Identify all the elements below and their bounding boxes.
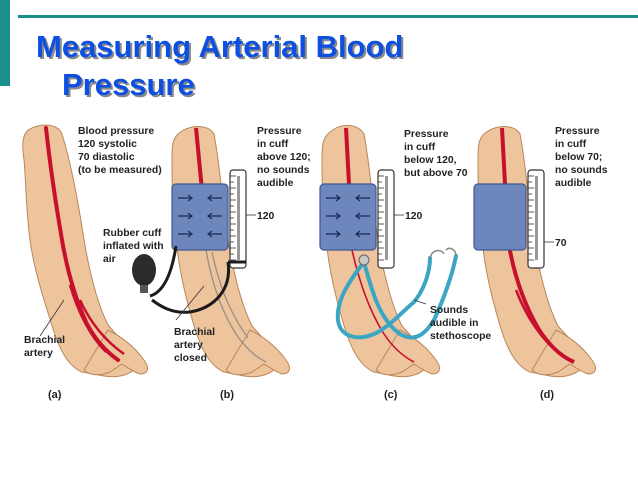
- pressure-note-b-line-3: above 120;: [257, 152, 311, 163]
- sound-label-c-line-2: audible in: [430, 318, 479, 329]
- pressure-note-c-line-4: but above 70: [404, 168, 468, 179]
- panel-label-b: (b): [220, 389, 234, 401]
- cuff-arrows-c: [326, 194, 370, 238]
- stethoscope-c: [335, 254, 458, 340]
- stethoscope-earpieces-c: [429, 247, 457, 259]
- pressure-note-d-line-4: no sounds: [555, 165, 608, 176]
- hand-a: [83, 329, 148, 376]
- hand-b: [225, 329, 290, 376]
- artery-label-b-line-1: Brachial: [174, 327, 215, 338]
- artery-d-branch: [514, 289, 561, 355]
- pressure-note-b-line-4: no sounds: [257, 165, 310, 176]
- bp-note-a-line-1: Blood pressure: [78, 126, 154, 137]
- cuff-c: [319, 183, 377, 251]
- pressure-note-c-line-3: below 120,: [404, 155, 457, 166]
- gauge-value-b: 120: [257, 211, 275, 222]
- pressure-note-c-line-2: in cuff: [404, 142, 436, 153]
- artery-label-a-line-1: Brachial: [24, 335, 65, 346]
- pressure-note-d-line-3: below 70;: [555, 152, 602, 163]
- artery-label-b: Brachial artery closed: [174, 327, 215, 364]
- cuff-d: [473, 183, 527, 251]
- panel-label-a: (a): [48, 389, 62, 401]
- cuff-label-b-line-1: Rubber cuff: [103, 228, 162, 239]
- pressure-note-c-line-1: Pressure: [404, 129, 449, 140]
- artery-label-a-line-2: artery: [24, 348, 53, 359]
- pressure-note-b: Pressure in cuff above 120; no sounds au…: [257, 126, 311, 189]
- gauge-c: 120: [377, 169, 423, 269]
- sound-label-c-line-1: Sounds: [430, 305, 468, 316]
- top-rule: [18, 15, 638, 18]
- gauge-value-c: 120: [405, 211, 423, 222]
- bp-note-a: Blood pressure 120 systolic 70 diastolic…: [78, 126, 162, 176]
- gauge-d: 70: [527, 169, 567, 269]
- pressure-note-d-line-1: Pressure: [555, 126, 600, 137]
- accent-bar: [0, 0, 10, 86]
- pressure-note-d-line-2: in cuff: [555, 139, 587, 150]
- hand-d: [531, 329, 596, 376]
- artery-c-lower: [351, 249, 415, 363]
- sound-label-c: Sounds audible in stethoscope: [430, 305, 491, 342]
- pressure-note-b-line-1: Pressure: [257, 126, 302, 137]
- artery-a-branch: [68, 284, 125, 356]
- cuff-label-b-line-3: air: [103, 254, 116, 265]
- pressure-note-c: Pressure in cuff below 120, but above 70: [404, 129, 468, 179]
- cuff-bulb-b: [132, 245, 231, 314]
- panel-label-c: (c): [384, 389, 398, 401]
- cuff-b: [171, 183, 229, 251]
- artery-b-closed: [205, 249, 267, 363]
- bp-note-a-line-2: 120 systolic: [78, 139, 137, 150]
- pressure-note-d: Pressure in cuff below 70; no sounds aud…: [555, 126, 608, 189]
- pressure-note-b-line-2: in cuff: [257, 139, 289, 150]
- cuff-arrows-b: [178, 194, 222, 238]
- panel-a: Blood pressure 120 systolic 70 diastolic…: [22, 124, 162, 401]
- slide-title-line-2: Pressure: [62, 67, 195, 102]
- cuff-label-b-line-2: inflated with: [103, 241, 164, 252]
- pressure-note-b-line-5: audible: [257, 178, 294, 189]
- artery-label-a: Brachial artery: [24, 335, 65, 359]
- sound-label-c-line-3: stethoscope: [430, 331, 491, 342]
- slide-title-line-1: Measuring Arterial Blood: [36, 29, 404, 64]
- pressure-note-d-line-5: audible: [555, 178, 592, 189]
- panel-b: 120 Pressure in cuff above 120; no sound…: [103, 126, 311, 401]
- cuff-label-b: Rubber cuff inflated with air: [103, 228, 164, 265]
- artery-label-b-line-3: closed: [174, 353, 207, 364]
- arm-a: [22, 124, 139, 378]
- artery-label-b-line-2: artery: [174, 340, 203, 351]
- gauge-b: 120: [228, 169, 275, 269]
- bp-note-a-line-3: 70 diastolic: [78, 152, 135, 163]
- slide-title: Measuring Arterial Blood Pressure: [36, 28, 506, 104]
- bp-note-a-line-4: (to be measured): [78, 165, 162, 176]
- hand-c: [375, 329, 440, 376]
- panel-label-d: (d): [540, 389, 554, 401]
- panel-d: 70 Pressure in cuff below 70; no sounds …: [473, 126, 608, 401]
- gauge-value-d: 70: [555, 238, 567, 249]
- panel-c: 120 Pressure in cuff below 120, but abov…: [319, 125, 491, 401]
